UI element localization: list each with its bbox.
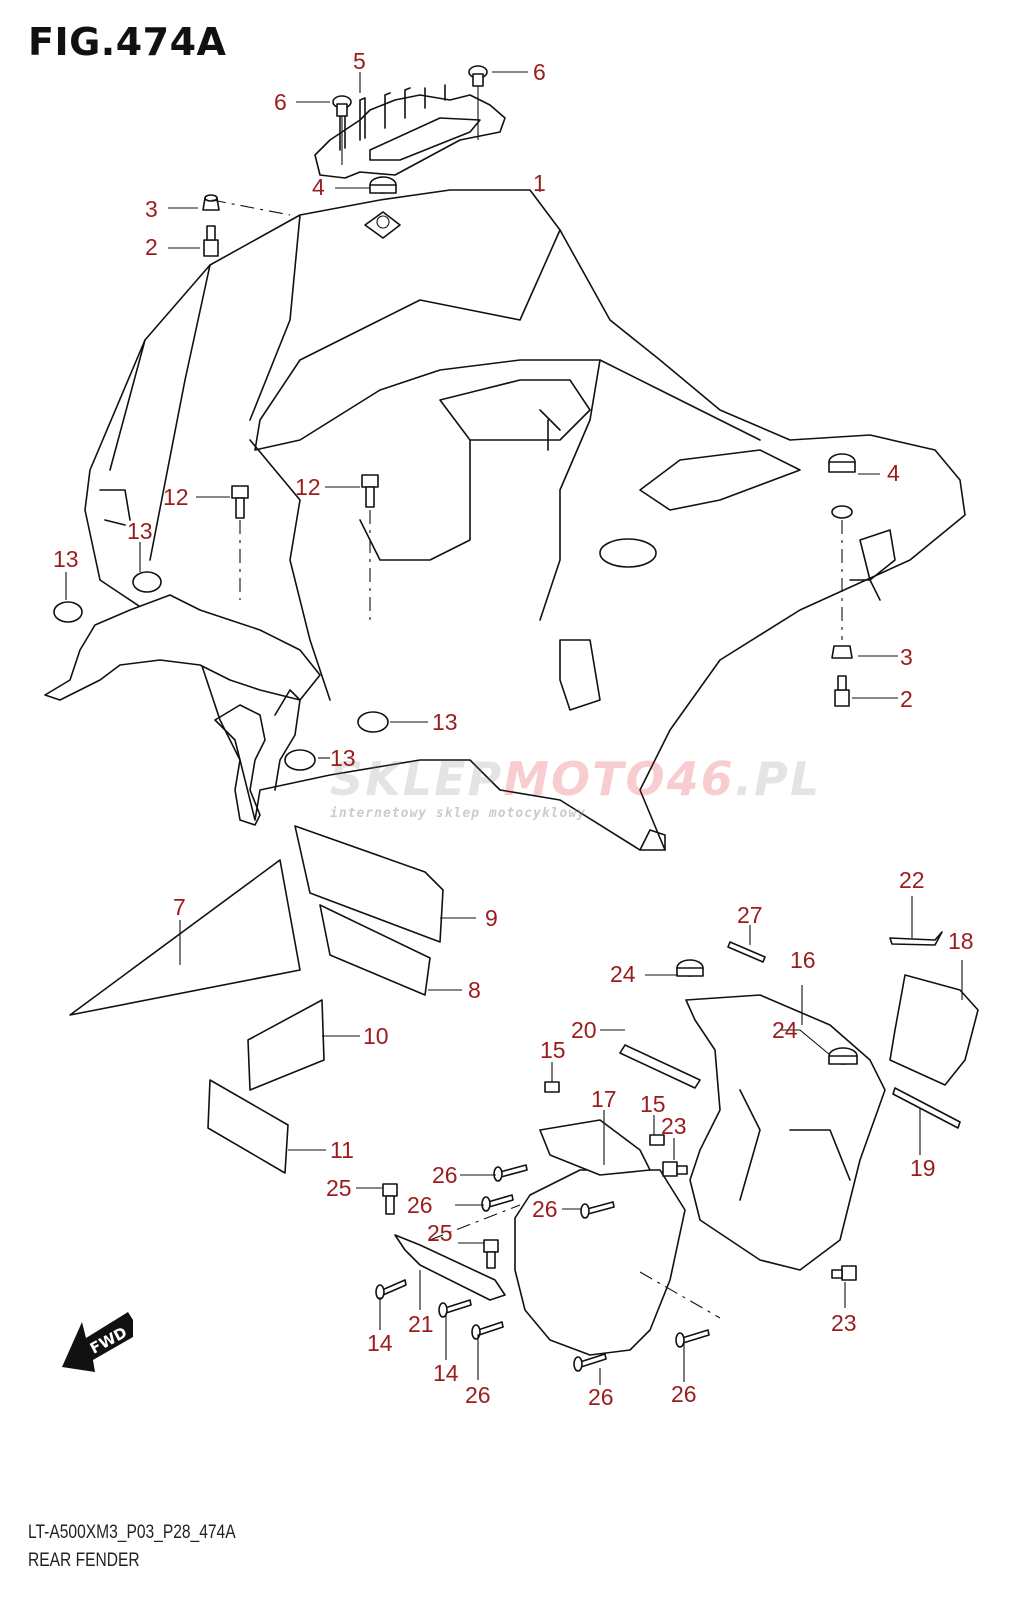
watermark-brand-suffix: .PL: [734, 752, 822, 806]
watermark-brand-gray: SKLEP: [330, 752, 504, 806]
assembly-line-stay: [429, 1204, 521, 1241]
model-code: LT-A500XM3_P03_P28_474A: [28, 1522, 236, 1543]
callout-13: 13: [53, 546, 79, 572]
callout-23: 23: [661, 1113, 687, 1139]
fwd-direction-arrow: FWD: [62, 1312, 133, 1372]
part-6-bolt-right: [468, 65, 488, 140]
callout-21: 21: [408, 1311, 434, 1337]
part-18-bracket: [889, 974, 979, 1086]
assembly-line-top: [211, 199, 291, 216]
callout-7: 7: [173, 894, 186, 920]
callout-15: 15: [540, 1037, 566, 1063]
callout-3: 3: [145, 196, 158, 222]
figure-title: FIG.474A: [28, 20, 227, 64]
callout-23: 23: [831, 1310, 857, 1336]
callout-2: 2: [900, 686, 913, 712]
figure-caption: REAR FENDER: [28, 1550, 140, 1571]
callout-6: 6: [533, 59, 546, 85]
callout-26: 26: [671, 1381, 697, 1407]
part-21-stay: [394, 1234, 506, 1301]
callout-26: 26: [407, 1192, 433, 1218]
part-27-strip: [727, 941, 766, 963]
part-2-bolt-right: [834, 675, 850, 707]
part-1-rear-fender: [84, 189, 966, 851]
callout-26: 26: [588, 1384, 614, 1410]
callout-26: 26: [432, 1162, 458, 1188]
part-12-bolt-left: [231, 485, 249, 600]
callout-3: 3: [900, 644, 913, 670]
frame-bracket-left: [44, 594, 321, 826]
part-2-bolt-left: [203, 225, 219, 257]
callout-20: 20: [571, 1017, 597, 1043]
callout-24: 24: [772, 1017, 798, 1043]
screws: [375, 1164, 710, 1372]
part-11-decal: [207, 1079, 289, 1174]
watermark-brand: SKLEPMOTO46.PL: [330, 752, 821, 806]
part-24-grommets: [676, 959, 858, 1065]
callout-14: 14: [367, 1330, 393, 1356]
watermark-tagline: internetowy sklep motocyklowy: [330, 806, 586, 821]
callout-19: 19: [910, 1155, 936, 1181]
part-8-decal: [319, 904, 431, 996]
callout-4: 4: [312, 174, 325, 200]
callout-27: 27: [737, 902, 763, 928]
callout-15: 15: [640, 1091, 666, 1117]
callout-2: 2: [145, 234, 158, 260]
callout-12: 12: [163, 484, 189, 510]
callout-13: 13: [432, 709, 458, 735]
watermark-brand-red: MOTO46: [503, 752, 735, 806]
callout-12: 12: [295, 474, 321, 500]
part-13-grommets: [53, 571, 389, 771]
callout-22: 22: [899, 867, 925, 893]
callout-16: 16: [790, 947, 816, 973]
part-20-strip: [619, 1044, 701, 1089]
part-9-decal: [294, 825, 444, 943]
callout-11: 11: [330, 1137, 354, 1163]
callout-13: 13: [330, 745, 356, 771]
part-22-clip: [889, 931, 943, 946]
callout-8: 8: [468, 977, 481, 1003]
part-3-collar-left: [202, 194, 220, 211]
part-7-decal: [69, 859, 301, 1016]
callout-25: 25: [427, 1220, 453, 1246]
part-12-bolt-mid: [361, 474, 379, 620]
callout-25: 25: [326, 1175, 352, 1201]
callout-26: 26: [532, 1196, 558, 1222]
callout-13: 13: [127, 518, 153, 544]
callout-4: 4: [887, 460, 900, 486]
callout-1: 1: [533, 170, 546, 196]
part-17-box: [514, 1119, 686, 1356]
part-19-strip: [892, 1087, 961, 1129]
part-6-bolt-left: [332, 95, 352, 165]
callout-14: 14: [433, 1360, 459, 1386]
callout-26: 26: [465, 1382, 491, 1408]
callout-24: 24: [610, 961, 636, 987]
callout-18: 18: [948, 928, 974, 954]
part-10-decal: [247, 999, 325, 1091]
callout-17: 17: [591, 1086, 617, 1112]
callout-9: 9: [485, 905, 498, 931]
part-4-grommet-top: [369, 176, 397, 194]
part-15-spacers: [544, 1081, 665, 1146]
callout-6: 6: [274, 89, 287, 115]
callout-5: 5: [353, 48, 366, 74]
leader-lines: [65, 71, 963, 1385]
part-3-collar-right: [831, 645, 853, 659]
bolts-25-23: [382, 1161, 857, 1281]
callout-10: 10: [363, 1023, 389, 1049]
part-4-grommet-right: [828, 453, 856, 519]
